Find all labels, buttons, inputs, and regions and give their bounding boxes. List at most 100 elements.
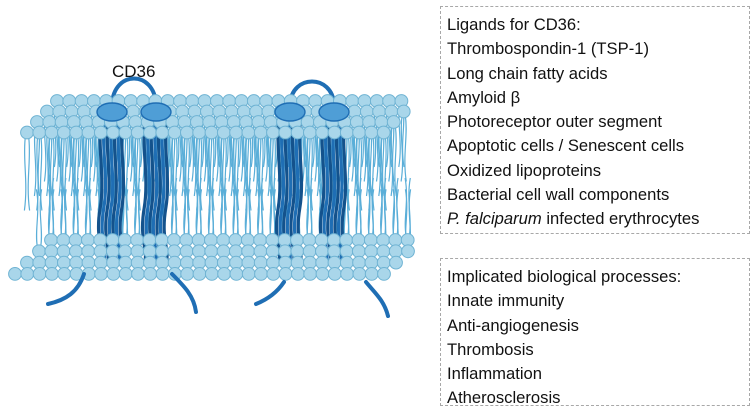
ligand-item: Long chain fatty acids: [447, 63, 608, 83]
process-item: Thrombosis: [447, 339, 534, 359]
lipid-head: [106, 125, 120, 140]
lipid-head: [217, 267, 232, 281]
ligand-item: Bacterial cell wall components: [447, 185, 670, 205]
lipid-head: [155, 267, 170, 281]
lipid-head: [401, 244, 415, 259]
ligands-box: Ligands for CD36: Thrombospondin-1 (TSP-…: [440, 6, 750, 234]
lipid-head: [229, 125, 244, 140]
lipid-tail: [199, 136, 203, 211]
lipid-head: [327, 125, 342, 140]
lipid-tail: [35, 189, 39, 248]
ligand-item: Amyloid β: [447, 87, 521, 107]
lipid-head: [106, 267, 121, 281]
lipid-head: [143, 267, 158, 281]
lipid-head: [396, 104, 411, 119]
process-item: Atherosclerosis: [447, 388, 561, 408]
lipid-head: [278, 267, 293, 281]
lipid-head: [377, 267, 391, 281]
lipid-head: [278, 125, 293, 140]
lipid-tail: [23, 136, 27, 211]
lipid-head: [143, 125, 157, 140]
lipid-tail: [236, 136, 240, 211]
lipid-head: [155, 125, 170, 140]
lipid-tail: [27, 136, 31, 211]
process-item: Innate immunity: [447, 291, 565, 311]
lipid-head: [229, 267, 244, 281]
lipid-head: [254, 267, 268, 281]
lipid-head: [180, 125, 194, 140]
lipid-head: [8, 267, 22, 281]
protein-cap: [96, 102, 128, 122]
cytoplasmic-tail: [364, 280, 390, 318]
lipid-tail: [64, 136, 68, 211]
lipid-tail: [224, 136, 227, 211]
lipid-head: [130, 125, 145, 140]
lipid-tail: [372, 136, 375, 211]
lipid-tail: [39, 136, 43, 211]
processes-title: Implicated biological processes:: [447, 267, 682, 286]
ligand-item-falciparum: P. falciparum infected erythrocytes: [447, 207, 743, 231]
lipid-tail: [359, 136, 363, 211]
lipid-head: [364, 125, 379, 140]
lipid-tail: [400, 115, 404, 182]
cd36-label: CD36: [112, 62, 156, 81]
lipid-tail: [89, 136, 92, 211]
lipid-head: [386, 115, 401, 129]
cytoplasmic-tail: [254, 280, 286, 306]
lipid-head: [45, 267, 59, 281]
lipid-head: [303, 267, 318, 281]
lipid-head: [57, 125, 71, 140]
lipid-head: [241, 125, 256, 140]
lipid-head: [94, 267, 108, 281]
lipid-head: [315, 267, 330, 281]
lipid-head: [69, 125, 84, 140]
membrane-diagram: [8, 76, 415, 318]
processes-box: Implicated biological processes: Innate …: [440, 258, 750, 407]
lipid-tail: [187, 136, 191, 211]
lipid-head: [352, 267, 367, 281]
lipid-tail: [273, 136, 277, 211]
lipid-head: [118, 267, 133, 281]
lipid-head: [290, 125, 305, 140]
lipid-head: [192, 267, 207, 281]
ligand-item: Apoptotic cells / Senescent cells: [447, 136, 685, 156]
lipid-head: [204, 267, 219, 281]
ligands-title: Ligands for CD36:: [447, 15, 581, 34]
lipid-heads: [8, 76, 415, 318]
lipid-head: [216, 125, 231, 140]
lipid-head: [253, 125, 268, 140]
lipid-tail: [39, 189, 43, 248]
lipid-tail: [249, 136, 252, 211]
lipid-head: [352, 125, 367, 140]
ligand-item: Thrombospondin-1 (TSP-1): [447, 39, 649, 59]
lipid-tail: [52, 136, 55, 211]
protein-cap: [274, 102, 306, 122]
lipid-head: [32, 267, 47, 281]
cytoplasmic-tail: [170, 272, 198, 314]
lipid-head: [340, 267, 355, 281]
lipid-head: [20, 267, 35, 281]
lipid-tail: [310, 136, 314, 211]
lipid-head: [315, 125, 330, 140]
ligand-item: Oxidized lipoproteins: [447, 160, 602, 180]
ligand-rest-part: infected erythrocytes: [541, 209, 700, 229]
cytoplasmic-tail: [46, 272, 86, 306]
lipid-tail: [261, 136, 264, 211]
ligand-italic-part: P. falciparum: [447, 209, 542, 229]
lipid-tail: [404, 115, 407, 182]
lipid-head: [81, 125, 96, 140]
lipid-head: [364, 267, 379, 281]
lipid-head: [167, 125, 182, 140]
lipid-tail: [126, 136, 129, 211]
lipid-head: [32, 125, 47, 140]
lipid-head: [131, 267, 145, 281]
lipid-head: [44, 125, 59, 140]
process-item: Inflammation: [447, 364, 542, 384]
lipid-tail: [212, 136, 215, 211]
lipid-head: [327, 267, 342, 281]
lipid-head: [241, 267, 256, 281]
lipid-tail: [394, 125, 397, 197]
lipid-head: [303, 125, 317, 140]
ligand-item: Photoreceptor outer segment: [447, 112, 662, 132]
lipid-head: [389, 255, 403, 270]
